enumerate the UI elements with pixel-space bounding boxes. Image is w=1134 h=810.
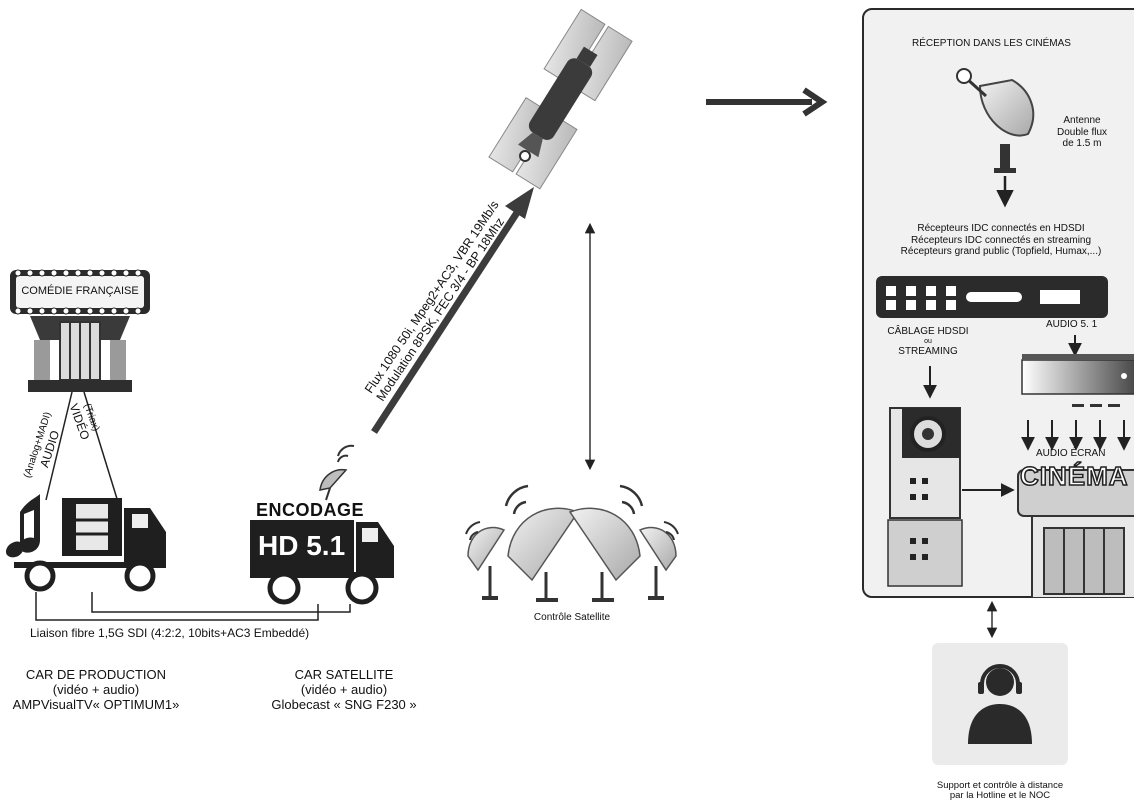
cinema-panel-title: RÉCEPTION DANS LES CINÉMAS	[912, 38, 1071, 49]
cinema-sign: CINÉMA	[1019, 460, 1129, 491]
cabling-label: CÂBLAGE HDSDI ou STREAMING	[887, 326, 969, 357]
fiber-link-label: Liaison fibre 1,5G SDI (4:2:2, 10bits+AC…	[30, 626, 310, 640]
audio-screen-label: AUDIO ÉCRAN	[1036, 448, 1106, 459]
encoding-label: ENCODAGE	[256, 500, 365, 520]
hd51-label: HD 5.1	[258, 530, 346, 561]
antenna-label: Antenne Double flux de 1.5 m	[1056, 115, 1108, 149]
to-cinema-arrow	[706, 87, 828, 117]
projector	[887, 407, 963, 587]
receiver-rack	[876, 276, 1108, 318]
audio-amplifier	[1021, 354, 1134, 407]
control-satellite-label: Contrôle Satellite	[533, 612, 611, 623]
cinema-reception-panel	[862, 8, 1134, 598]
cinema-building	[1017, 469, 1134, 598]
production-truck	[6, 494, 166, 592]
fiber-link-bracket	[35, 592, 351, 621]
theater-truck-links	[45, 391, 119, 503]
receivers-label: Récepteurs IDC connectés en HDSDI Récept…	[900, 223, 1102, 257]
support-box	[932, 643, 1068, 765]
cinema-panel-graphics	[876, 68, 1134, 598]
support-label: Support et contrôle à distance par la Ho…	[936, 780, 1064, 801]
theater-building	[10, 269, 150, 392]
production-truck-caption: CAR DE PRODUCTION (vidéo + audio) AMPVis…	[12, 667, 180, 712]
audio51-label: AUDIO 5. 1	[1046, 319, 1098, 330]
satellite	[488, 8, 633, 190]
satellite-truck	[250, 444, 394, 605]
theater-sign: COMÉDIE FRANÇAISE	[21, 285, 139, 297]
reception-antenna	[956, 68, 1035, 173]
satellite-truck-caption: CAR SATELLITE (vidéo + audio) Globecast …	[271, 667, 417, 712]
uplink-arrow	[371, 187, 534, 434]
control-dishes	[465, 484, 679, 602]
